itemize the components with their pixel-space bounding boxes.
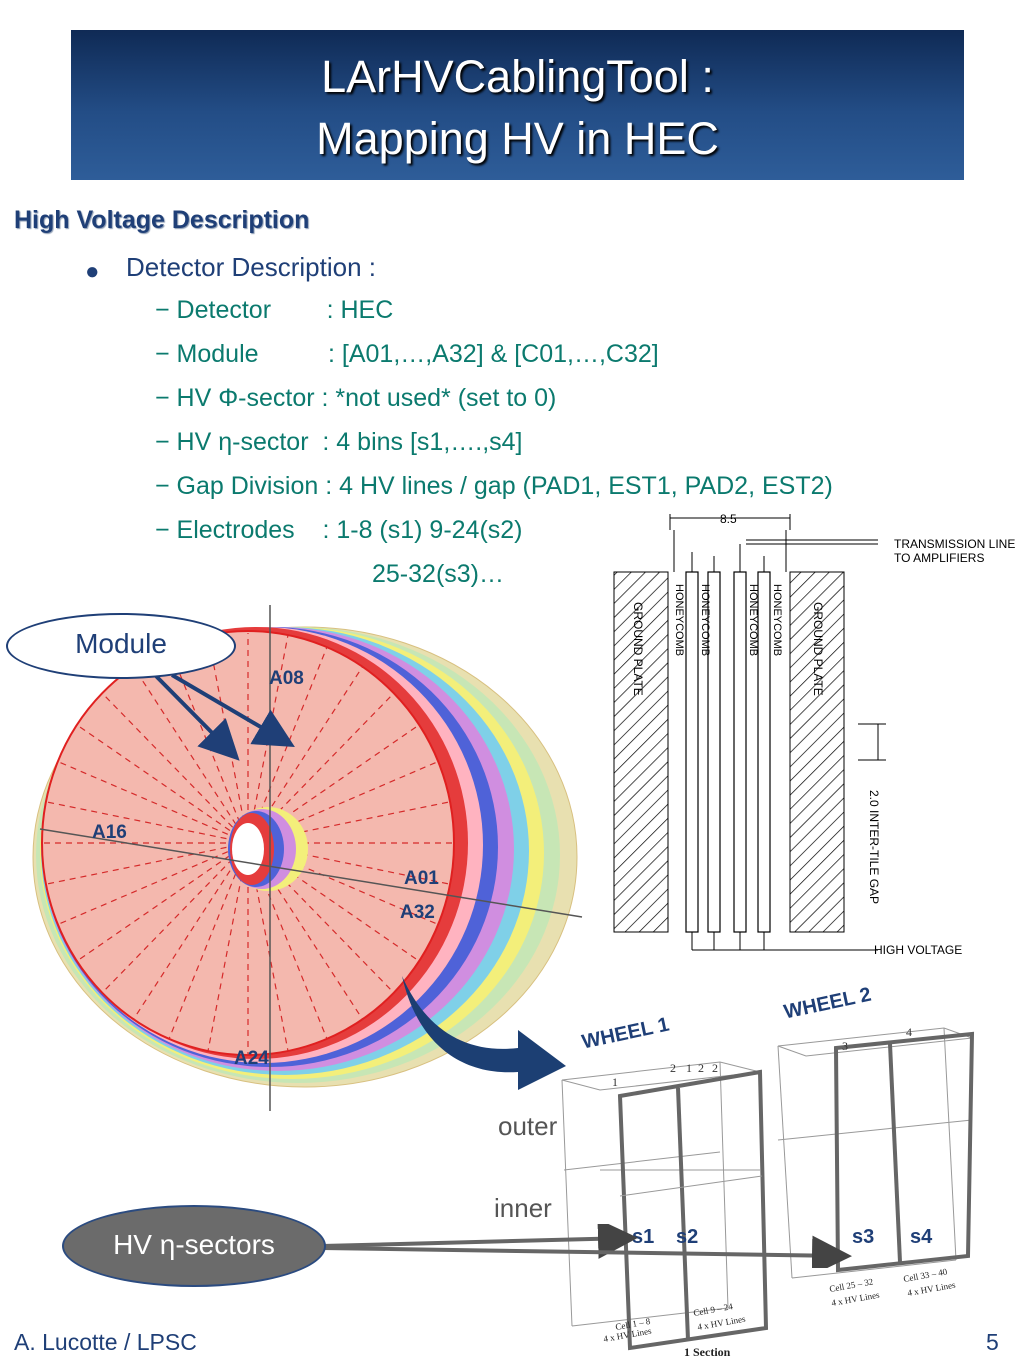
honeycomb-label-1: HONEYCOMB <box>673 584 685 656</box>
cell-9-24-label: Cell 9 – 24 <box>693 1301 734 1318</box>
wheel-1-divider <box>619 1175 763 1197</box>
module-arrow-2 <box>170 673 295 748</box>
arrow-to-s3 <box>321 1235 852 1268</box>
item-module: − Module : [A01,…,A32] & [C01,…,C32] <box>155 340 659 368</box>
module-callout: Module <box>6 613 236 679</box>
item-electrodes: − Electrodes : 1-8 (s1) 9-24(s2) <box>155 516 523 544</box>
w1-number-4: 2 <box>698 1061 704 1075</box>
label-a16: A16 <box>92 822 127 843</box>
ground-plate-label-right: GROUND PLATE <box>811 602 825 696</box>
w2-number-4: 4 <box>906 1025 912 1039</box>
dimension-label: 8.5 <box>720 512 737 526</box>
item-eta-sector: − HV η-sector : 4 bins [s1,….,s4] <box>155 428 523 456</box>
gap-schematic: 8.5 TRANSMISSION LINE TO AMPLIFIERS HIGH… <box>613 512 1015 957</box>
ground-plate-right <box>789 571 845 933</box>
title-line-1: LArHVCablingTool : <box>321 51 714 102</box>
wheel-1-front-frame <box>617 1069 769 1351</box>
hv-sectors-callout: HV η-sectors <box>62 1205 326 1287</box>
footer-author: A. Lucotte / LPSC <box>14 1329 197 1355</box>
item-detector: − Detector : HEC <box>155 296 394 324</box>
axis-line-horizontal <box>39 828 583 918</box>
honeycomb-label-4: HONEYCOMB <box>771 584 783 656</box>
item-gap-division: − Gap Division : 4 HV lines / gap (PAD1,… <box>155 472 833 500</box>
label-a24: A24 <box>234 1048 269 1069</box>
wheel-1-box-outline <box>561 1061 761 1327</box>
wheel-2-front-frame <box>833 1031 975 1273</box>
honeycomb-electrodes <box>685 571 771 933</box>
label-a32: A32 <box>400 902 435 923</box>
bullet-text: Detector Description : <box>126 252 376 282</box>
hv-lines-label-4: 4 x HV Lines <box>907 1280 957 1298</box>
inner-label: inner <box>494 1193 552 1223</box>
bullet-icon: ● <box>85 258 100 285</box>
outer-label: outer <box>498 1111 558 1141</box>
module-arrow-1 <box>153 673 240 761</box>
module-callout-text: Module <box>75 628 167 659</box>
w1-number-5: 2 <box>712 1061 718 1075</box>
arrow-to-s1 <box>321 1224 638 1259</box>
ground-plate-label-left: GROUND PLATE <box>631 602 645 696</box>
curved-arrow <box>402 976 566 1090</box>
section-heading: High Voltage Description <box>14 206 310 234</box>
footer-page-number: 5 <box>986 1329 999 1355</box>
hv-lines-label-2: 4 x HV Lines <box>697 1314 747 1332</box>
hv-sectors-callout-text: HV η-sectors <box>113 1229 275 1260</box>
sector-s3-label: s3 <box>852 1226 875 1248</box>
high-voltage-label: HIGH VOLTAGE <box>874 943 962 957</box>
label-a08: A08 <box>269 668 304 689</box>
honeycomb-label-2: HONEYCOMB <box>699 584 711 656</box>
w2-number-3: 3 <box>842 1039 848 1053</box>
inner-bore <box>228 807 308 891</box>
hv-sector-arrows <box>321 1224 852 1268</box>
sector-s4-label: s4 <box>910 1226 933 1248</box>
connection-lines <box>669 514 886 951</box>
w1-number-2: 2 <box>670 1061 676 1075</box>
wheel-sector-diagram: 1 2 1 2 2 3 4 Cell 1 – 8 4 x HV Lines Ce… <box>561 1025 975 1359</box>
item-electrodes-continued: 25-32(s3)… <box>372 560 504 588</box>
hec-wheel-figure <box>32 605 583 1111</box>
w1-number-1: 1 <box>612 1075 618 1089</box>
sector-s2-label: s2 <box>676 1226 699 1248</box>
ground-plate-left <box>613 571 669 933</box>
section-label: 1 Section <box>684 1345 731 1359</box>
honeycomb-label-3: HONEYCOMB <box>747 584 759 656</box>
amplifiers-label: TO AMPLIFIERS <box>894 551 984 565</box>
title-line-2: Mapping HV in HEC <box>316 113 719 164</box>
transmission-label: TRANSMISSION LINE <box>894 537 1015 551</box>
label-a01: A01 <box>404 868 439 889</box>
title-banner: LArHVCablingTool : Mapping HV in HEC <box>71 30 964 180</box>
gap-label: 2.0 INTER-TILE GAP <box>867 790 881 904</box>
w1-number-3: 1 <box>686 1061 692 1075</box>
item-phi-sector: − HV Φ-sector : *not used* (set to 0) <box>155 384 557 412</box>
